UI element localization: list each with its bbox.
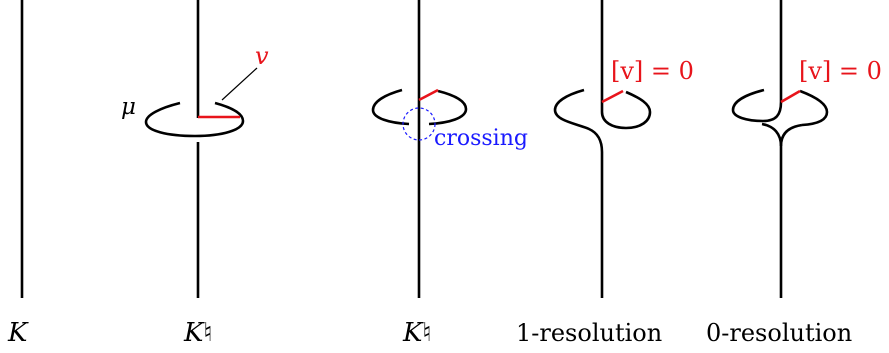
arc-v-r1 <box>601 89 624 104</box>
v-leader <box>221 67 258 101</box>
resolution-right-arc <box>600 90 652 130</box>
panel-k-natural-crossing: crossing K♮ <box>371 0 528 348</box>
arc-v-r0 <box>780 89 801 104</box>
class-zero-r1: [v] = 0 <box>611 57 694 85</box>
label-1-resolution: 1-resolution <box>516 319 662 347</box>
panel-k-natural: μ v K♮ <box>121 0 269 348</box>
loop-left <box>371 88 410 126</box>
resolution-right-top <box>799 89 829 127</box>
resolution-bottom-join <box>779 123 803 147</box>
crossing-label: crossing <box>434 126 528 151</box>
panel-0-resolution: [v] = 0 0-resolution <box>706 0 882 347</box>
label-k-natural-1: K♮ <box>183 318 213 348</box>
label-k-natural-2: K♮ <box>402 318 432 348</box>
label-0-resolution: 0-resolution <box>706 319 852 347</box>
v-label: v <box>255 42 269 70</box>
panel-1-resolution: [v] = 0 1-resolution <box>516 0 694 347</box>
label-k: K <box>7 318 29 348</box>
resolution-bottom <box>761 122 783 298</box>
crossing-circle <box>402 107 436 141</box>
class-zero-r0: [v] = 0 <box>799 57 882 85</box>
meridian-loop <box>144 101 245 138</box>
panel-k: K <box>7 0 29 348</box>
mu-label: μ <box>121 94 136 120</box>
arc-v-short <box>418 88 439 102</box>
resolution-left-arc <box>553 88 604 298</box>
loop-right <box>428 89 468 126</box>
resolution-top-arc <box>731 88 783 123</box>
